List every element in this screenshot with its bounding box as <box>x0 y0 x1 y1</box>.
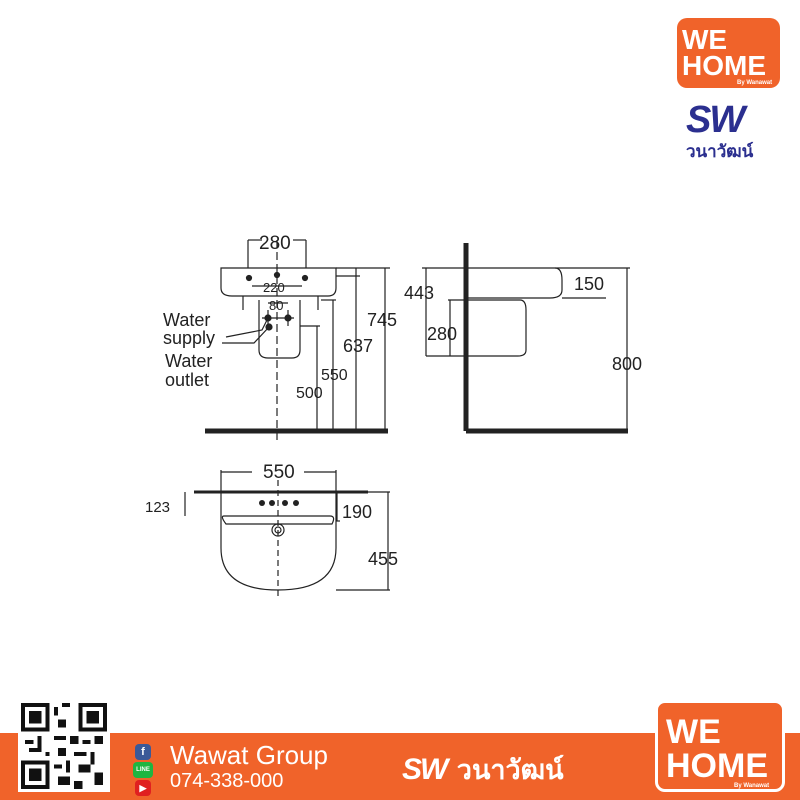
side-view <box>422 243 630 434</box>
footer-sv-mark: SW <box>402 753 448 786</box>
front-view <box>205 239 390 440</box>
wehome-we: WE <box>682 24 728 55</box>
phone-number: 074-338-000 <box>170 770 284 792</box>
dim-side-overall: 800 <box>612 354 642 374</box>
wehome-byline: By Wanawat <box>737 80 773 86</box>
dim-overall-height: 745 <box>367 310 397 330</box>
footer-wehome-we: WE <box>666 713 721 751</box>
wehome-home: HOME <box>682 50 766 81</box>
dim-rear-depth: 123 <box>145 499 170 516</box>
line-icon[interactable]: LINE <box>133 762 153 778</box>
dim-plan-overall: 455 <box>368 549 398 569</box>
label-water-outlet-2: outlet <box>165 370 209 390</box>
dim-rim-height: 637 <box>343 336 373 356</box>
wehome-logo-footer: WE HOME By Wanawat <box>655 700 785 792</box>
dim-supply-height: 500 <box>296 385 323 402</box>
wehome-logo-top: WE HOME By Wanawat <box>677 18 780 88</box>
sv-mark: SW <box>686 99 745 141</box>
dim-hole-span: 220 <box>263 280 285 295</box>
plan-view <box>184 470 390 600</box>
dim-plan-width: 550 <box>263 462 295 483</box>
label-water-outlet-1: Water <box>165 351 212 371</box>
facebook-icon[interactable]: f <box>135 744 151 760</box>
sv-logo-top: SW วนาวัฒน์ <box>686 100 786 170</box>
label-water-supply-2: supply <box>163 328 215 348</box>
youtube-icon[interactable]: ▶ <box>135 780 151 796</box>
dim-mid-height: 550 <box>321 367 348 384</box>
label-water-supply-1: Water <box>163 310 210 330</box>
footer-wehome-home: HOME <box>666 747 768 785</box>
dim-bowl-depth: 150 <box>574 274 604 294</box>
dim-top-offset: 443 <box>404 283 434 303</box>
footer-sv-thai: วนาวัฒน์ <box>456 755 564 785</box>
company-name: Wawat Group <box>170 740 328 770</box>
dim-top-width: 280 <box>259 233 291 254</box>
sv-thai: วนาวัฒน์ <box>686 142 754 161</box>
qr-code[interactable] <box>18 700 110 792</box>
sv-logo-footer: SW วนาวัฒน์ <box>402 748 564 791</box>
dim-hole-center: 80 <box>269 298 283 313</box>
dim-front-depth: 190 <box>342 502 372 522</box>
dim-pedestal-height: 280 <box>427 324 457 344</box>
footer-wehome-byline: By Wanawat <box>734 783 770 789</box>
